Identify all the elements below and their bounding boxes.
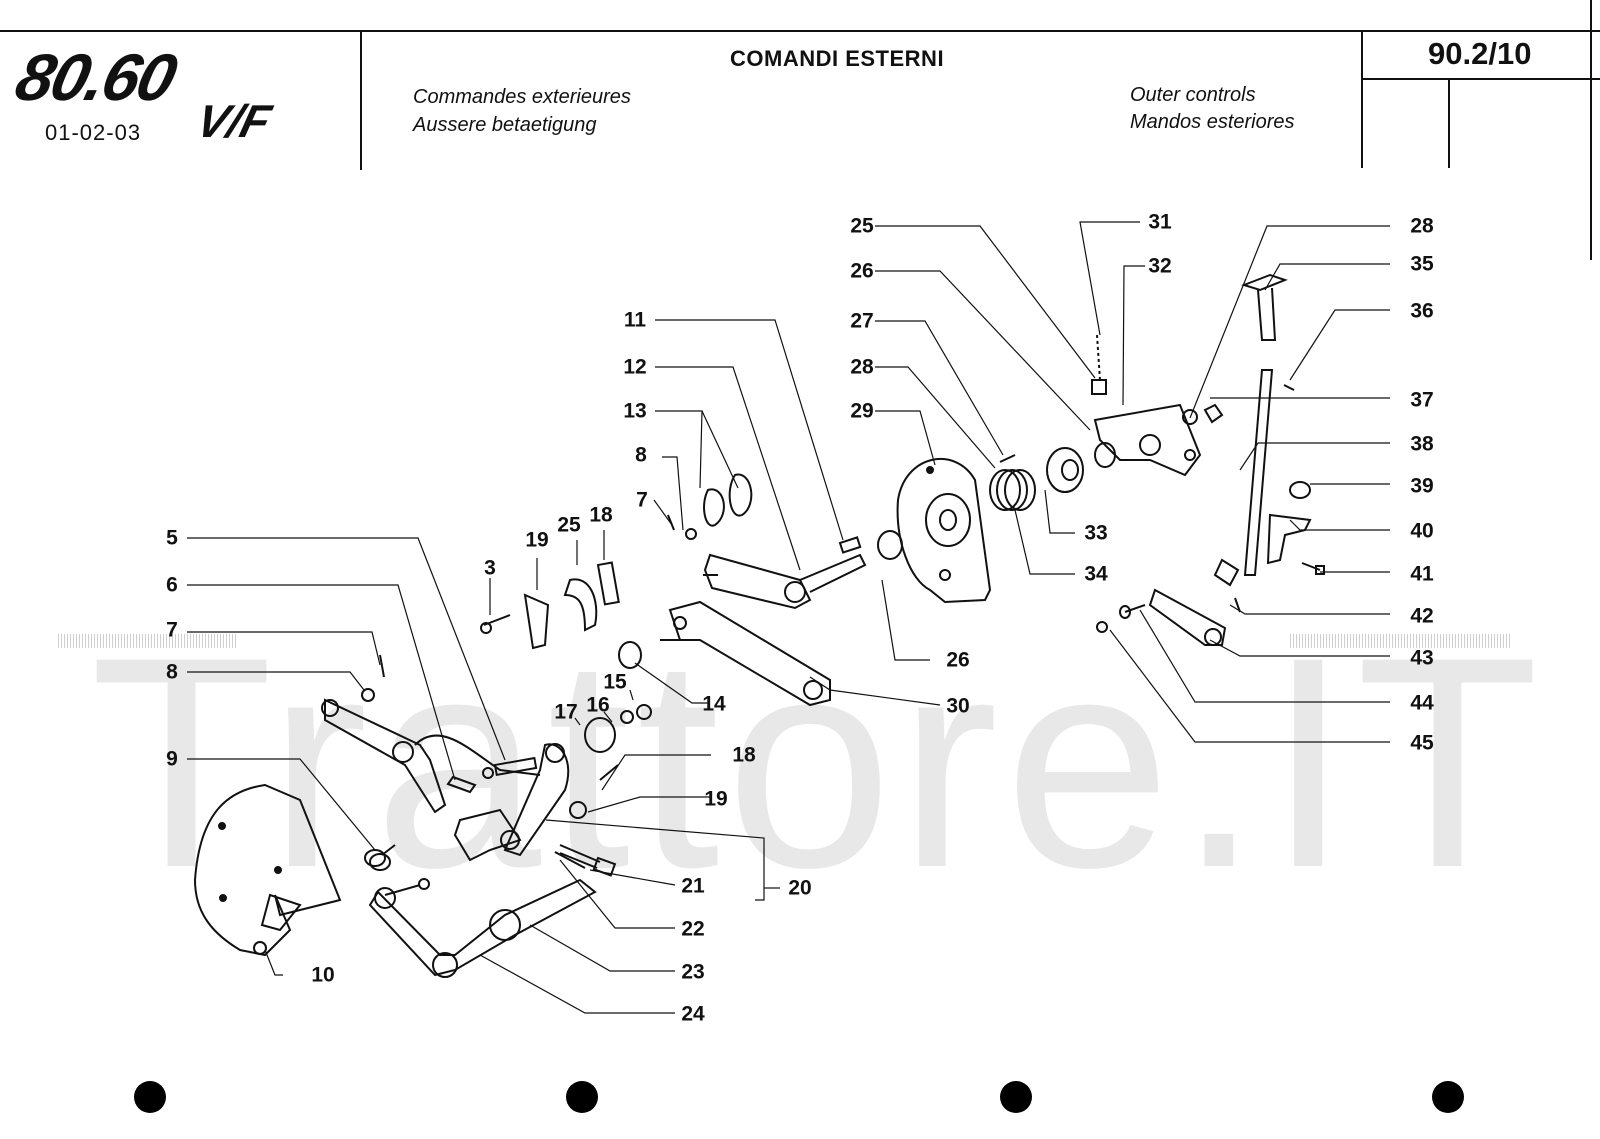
callout-label: 40 (1410, 519, 1434, 543)
lever-12 (703, 536, 867, 610)
callout-label: 6 (166, 573, 178, 597)
callout-label: 37 (1410, 388, 1434, 412)
callout-label: 45 (1410, 731, 1434, 755)
subtitle-spanish: Mandos esteriores (1130, 111, 1295, 133)
callout-label: 21 (681, 874, 705, 898)
callout-label: 31 (1148, 210, 1172, 234)
binder-hole-3 (1000, 1081, 1032, 1113)
watermark-bar-left (58, 634, 236, 648)
subtitle-german: Aussere betaetigung (413, 114, 597, 136)
callout-label: 41 (1410, 562, 1434, 586)
callout-label: 15 (603, 670, 627, 694)
callout-label: 24 (681, 1002, 705, 1026)
leader-lines (187, 221, 1390, 1014)
binder-hole-2 (566, 1081, 598, 1113)
page-code-underline (1361, 78, 1600, 80)
callout-label: 27 (850, 309, 874, 333)
page-right-edge (1590, 0, 1592, 260)
callout-label: 18 (732, 743, 756, 767)
callout-label: 17 (554, 700, 578, 724)
cover-plate (193, 783, 342, 957)
callout-label: 33 (1084, 521, 1108, 545)
callout-label: 39 (1410, 474, 1434, 498)
callout-label: 18 (589, 503, 613, 527)
header-top-border (0, 30, 1600, 32)
callout-label: 25 (557, 513, 581, 537)
callout-label: 28 (1410, 214, 1434, 238)
callout-label: 34 (1084, 562, 1108, 586)
small-pins (361, 654, 385, 702)
callout-label: 35 (1410, 252, 1434, 276)
callout-label: 8 (635, 443, 647, 467)
callout-label: 30 (946, 694, 970, 718)
callout-label: 7 (166, 618, 178, 642)
page-code-divider (1448, 78, 1450, 168)
callout-label: 22 (681, 917, 705, 941)
watermark-bar-right (1290, 634, 1510, 648)
left-lever-assembly (321, 698, 570, 862)
binder-hole-1 (134, 1081, 166, 1113)
callout-label: 14 (702, 692, 726, 716)
callout-label: 32 (1148, 254, 1172, 278)
header-divider-left (360, 30, 362, 170)
callout-label: 36 (1410, 299, 1434, 323)
page-code: 90.2/10 (1428, 36, 1532, 71)
callout-label: 11 (623, 308, 647, 332)
callout-label: 28 (850, 355, 874, 379)
drum-29 (877, 457, 992, 604)
callout-label: 43 (1410, 646, 1434, 670)
lower-lever-assembly (368, 878, 597, 978)
callout-label: 12 (623, 355, 647, 379)
callout-label: 38 (1410, 432, 1434, 456)
callout-label: 44 (1410, 691, 1434, 715)
callout-label: 19 (525, 528, 549, 552)
callout-label: 29 (850, 399, 874, 423)
watermark-text: Trattore.IT (90, 594, 1546, 930)
callout-label: 26 (946, 648, 970, 672)
spring-part (364, 844, 396, 871)
callout-label: 8 (166, 660, 178, 684)
callout-label: 23 (681, 960, 705, 984)
callout-label: 7 (636, 488, 648, 512)
lever-43-44 (1096, 588, 1241, 646)
callout-label: 9 (166, 747, 178, 771)
callout-label: 19 (704, 787, 728, 811)
callout-label: 13 (623, 399, 647, 423)
header-divider-right (1361, 30, 1363, 168)
callout-label: 10 (311, 963, 335, 987)
callout-label: 20 (788, 876, 812, 900)
callout-label: 5 (166, 526, 178, 550)
bushings (569, 641, 652, 819)
subtitle-french: Commandes exterieures (413, 86, 631, 108)
callout-label: 25 (850, 214, 874, 238)
callout-label: 42 (1410, 604, 1434, 628)
callout-label: 16 (586, 693, 610, 717)
subtitle-english: Outer controls (1130, 84, 1256, 106)
rod-and-handle (1213, 273, 1325, 587)
binder-hole-4 (1432, 1081, 1464, 1113)
model-numbers: 01-02-03 (45, 120, 142, 145)
page-title: COMANDI ESTERNI (730, 46, 945, 71)
bracket-32 (999, 334, 1224, 477)
brake-shoes (480, 473, 753, 650)
bolts-21-22 (554, 844, 617, 877)
callout-label: 3 (484, 556, 496, 580)
springs-33-34 (989, 442, 1116, 511)
long-arm-30 (660, 600, 831, 707)
callout-label: 26 (850, 259, 874, 283)
